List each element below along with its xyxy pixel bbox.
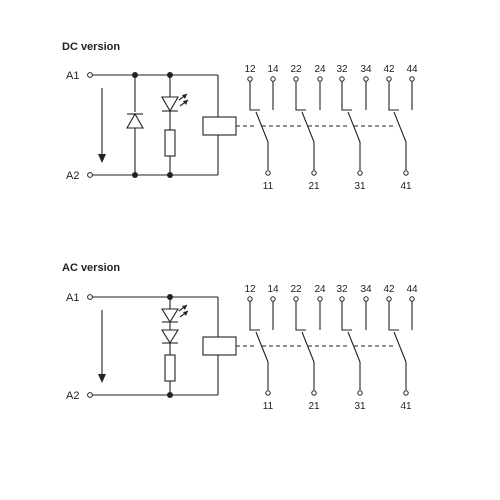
junction-dot — [167, 392, 173, 398]
voltage-arrow-icon — [98, 310, 106, 383]
supply-wires — [92, 296, 219, 396]
contact-group-2: 22 24 21 — [290, 284, 326, 412]
terminal-a2 — [87, 172, 93, 178]
terminal-label-a2: A2 — [66, 390, 79, 402]
relay-coil-icon — [202, 116, 237, 136]
diode-icon — [161, 322, 179, 355]
terminal-a2 — [87, 392, 93, 398]
led-indicator-icon — [161, 297, 189, 324]
no-terminal-label: 24 — [314, 64, 326, 75]
nc-terminal-label: 12 — [244, 284, 256, 295]
terminal-a1 — [87, 72, 93, 78]
nc-terminal-label: 42 — [383, 284, 395, 295]
supply-wires — [92, 74, 219, 176]
nc-terminal-label: 22 — [290, 284, 302, 295]
terminal-a1 — [87, 294, 93, 300]
nc-terminal-label: 22 — [290, 64, 302, 75]
junction-dot — [167, 72, 173, 78]
common-terminal-label: 11 — [263, 401, 274, 412]
contact-group-2: 22 24 21 — [290, 64, 326, 192]
freewheeling-diode-icon — [126, 75, 144, 175]
contact-group-1: 12 14 11 — [244, 284, 279, 412]
no-terminal-label: 44 — [406, 64, 418, 75]
terminal-label-a1: A1 — [66, 292, 79, 304]
contact-group-4: 42 44 41 — [383, 64, 418, 192]
no-terminal-label: 34 — [360, 284, 372, 295]
resistor-icon — [164, 129, 176, 175]
nc-terminal-label: 12 — [244, 64, 256, 75]
contact-group-4: 42 44 41 — [383, 284, 418, 412]
junction-dot — [132, 72, 138, 78]
section-title-ac: AC version — [62, 262, 120, 274]
junction-dot — [167, 294, 173, 300]
nc-terminal-label: 32 — [336, 64, 348, 75]
common-terminal-label: 11 — [263, 181, 274, 192]
common-terminal-label: 41 — [400, 181, 412, 192]
contact-group-1: 12 14 11 — [244, 64, 279, 192]
resistor-icon — [164, 354, 176, 395]
junction-dot — [167, 172, 173, 178]
nc-terminal-label: 42 — [383, 64, 395, 75]
common-terminal-label: 31 — [354, 181, 366, 192]
voltage-arrow-icon — [98, 88, 106, 163]
no-terminal-label: 14 — [267, 64, 279, 75]
no-terminal-label: 44 — [406, 284, 418, 295]
led-indicator-icon — [161, 75, 189, 130]
contact-group-3: 32 34 31 — [336, 284, 372, 412]
ac-version-section: AC version A1 A2 — [62, 262, 418, 412]
relay-coil-icon — [202, 336, 237, 356]
common-terminal-label: 21 — [308, 181, 320, 192]
nc-terminal-label: 32 — [336, 284, 348, 295]
section-title-dc: DC version — [62, 41, 120, 53]
terminal-label-a2: A2 — [66, 170, 79, 182]
no-terminal-label: 14 — [267, 284, 279, 295]
common-terminal-label: 41 — [400, 401, 412, 412]
common-terminal-label: 21 — [308, 401, 320, 412]
common-terminal-label: 31 — [354, 401, 366, 412]
dc-version-section: DC version A1 A2 — [62, 41, 418, 192]
no-terminal-label: 34 — [360, 64, 372, 75]
contact-group-3: 32 34 31 — [336, 64, 372, 192]
terminal-label-a1: A1 — [66, 70, 79, 82]
no-terminal-label: 24 — [314, 284, 326, 295]
junction-dot — [132, 172, 138, 178]
